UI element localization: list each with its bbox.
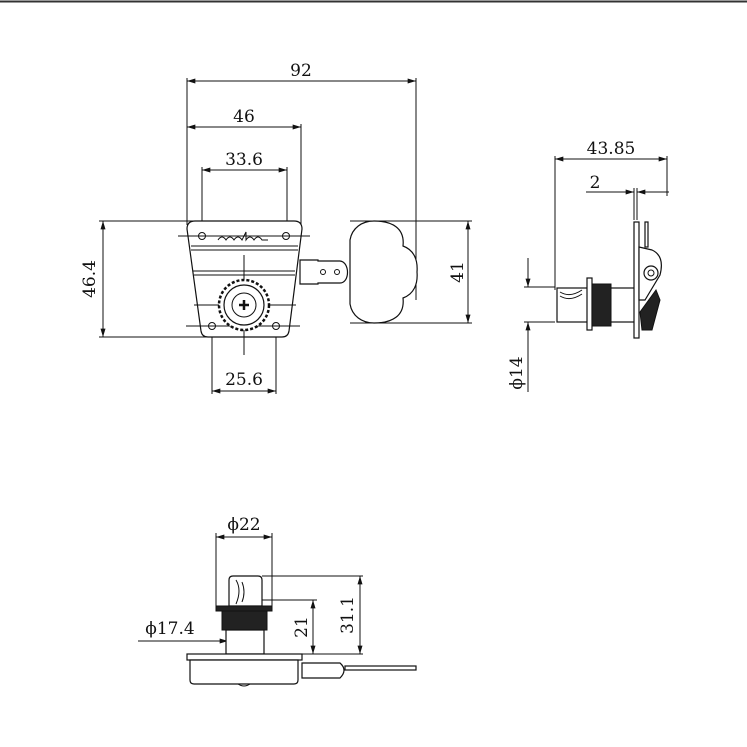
bottom-plate-rim xyxy=(186,653,303,661)
dim-label-33-6: 33.6 xyxy=(225,150,263,170)
side-worm-gear xyxy=(639,288,661,331)
post-washer xyxy=(215,605,273,612)
dim-phi-22: ϕ22 xyxy=(215,515,273,607)
dim-label-43-85: 43.85 xyxy=(587,139,636,159)
dim-label-21: 21 xyxy=(292,616,312,638)
dim-43-85: 43.85 xyxy=(554,139,668,290)
side-roller xyxy=(643,265,659,281)
side-washer xyxy=(586,277,593,331)
post-cap xyxy=(228,575,263,607)
side-bracket xyxy=(633,221,640,339)
side-knurl-nut xyxy=(591,283,612,327)
dim-label-phi-17-4: ϕ17.4 xyxy=(145,619,194,639)
shank-hole xyxy=(334,269,340,275)
mounting-hole xyxy=(272,322,280,330)
screw-icon xyxy=(239,300,249,310)
bushing xyxy=(225,629,265,655)
dim-label-phi-22: ϕ22 xyxy=(227,515,260,535)
dim-46: 46 xyxy=(186,107,302,225)
dim-92: 92 xyxy=(186,61,417,300)
dim-label-2: 2 xyxy=(590,173,601,193)
dim-label-41: 41 xyxy=(448,261,468,283)
dim-label-25-6: 25.6 xyxy=(225,370,263,390)
mounting-hole xyxy=(198,232,206,240)
bottom-view: ϕ22 ϕ17.4 21 31.1 xyxy=(138,515,417,687)
shank-hole xyxy=(320,269,326,275)
brand-logo xyxy=(217,231,268,242)
tuner-key xyxy=(349,220,418,324)
dim-label-46-4: 46.4 xyxy=(80,260,100,298)
dim-label-31-1: 31.1 xyxy=(338,596,358,634)
bottom-plate-body xyxy=(189,659,299,685)
dim-2: 2 xyxy=(586,173,669,220)
dim-label-phi-14: ϕ14 xyxy=(507,356,527,389)
mounting-hole xyxy=(208,322,216,330)
dim-21: 21 xyxy=(262,599,317,655)
mounting-hole xyxy=(282,232,290,240)
dim-label-46: 46 xyxy=(233,107,255,127)
front-view: 92 46 33.6 46.4 41 25. xyxy=(80,61,472,394)
dim-phi-14: ϕ14 xyxy=(507,258,555,392)
dim-46-4: 46.4 xyxy=(80,220,215,338)
bottom-key-shank xyxy=(301,662,345,679)
side-view: 43.85 2 ϕ14 xyxy=(507,139,669,392)
bottom-key xyxy=(344,665,417,671)
dim-31-1: 31.1 xyxy=(262,575,363,655)
dim-label-92: 92 xyxy=(290,61,312,81)
key-shank xyxy=(299,259,349,285)
knurl-nut xyxy=(221,610,268,631)
